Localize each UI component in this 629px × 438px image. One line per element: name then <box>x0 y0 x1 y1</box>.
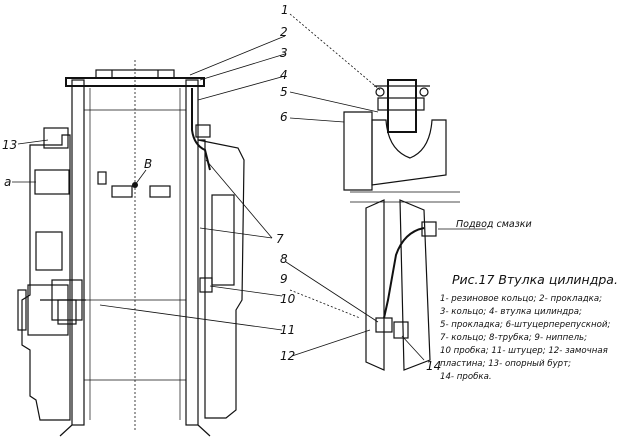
oil-tube <box>191 88 211 171</box>
plug-14 <box>393 321 409 339</box>
main-section-view <box>17 60 245 437</box>
figure-caption: Рис.17 Втулка цилиндра. 1- резиновое кол… <box>440 272 618 382</box>
detail-upper-block <box>343 111 373 191</box>
port-2 <box>149 185 171 198</box>
block-window <box>35 231 63 271</box>
callout-labels: 1 2 3 4 5 6 13 a B 7 8 9 10 11 12 14 Под… <box>2 3 532 373</box>
caption-title: Рис.17 Втулка цилиндра. <box>452 272 618 287</box>
block-window-a <box>34 169 70 195</box>
callout-6: 6 <box>280 110 288 124</box>
lubrication-label: Подвод смазки <box>456 219 532 230</box>
block-left-casting <box>21 134 71 421</box>
callout-2: 2 <box>280 25 288 39</box>
right-cavity <box>211 194 235 286</box>
callout-13: 13 <box>2 138 17 152</box>
plug-10 <box>199 277 213 293</box>
callout-a: a <box>4 175 11 189</box>
port-1 <box>111 185 133 198</box>
callout-1: 1 <box>281 3 289 17</box>
callout-b: B <box>144 157 152 171</box>
leader-lines <box>12 13 486 361</box>
liner-wall-left <box>71 79 85 426</box>
callout-8: 8 <box>280 252 288 266</box>
block-right-casting <box>197 139 245 419</box>
legend-line: 10 пробка; 11- штуцер; 12- замочная <box>440 346 608 356</box>
detail-upper-liner <box>371 119 447 186</box>
lube-inlet-fitting <box>421 221 437 237</box>
detail-tube <box>383 227 425 319</box>
nipple-fitting <box>375 317 393 333</box>
callout-3: 3 <box>280 46 288 60</box>
legend-line: пластина; 13- опорный бурт; <box>440 359 571 369</box>
lower-fitting-assembly <box>17 279 86 331</box>
legend-line: 7- кольцо; 8-трубка; 9- ниппель; <box>440 333 587 343</box>
tube-fitting <box>195 124 211 138</box>
detail-lower-block <box>365 199 385 371</box>
legend-line: 14- пробка. <box>440 372 492 382</box>
legend-line: 1- резиновое кольцо; 2- прокладка; <box>440 294 602 304</box>
rubber-ring-1 <box>375 87 385 97</box>
callout-11: 11 <box>280 323 295 337</box>
legend-line: 3- кольцо; 4- втулка цилиндра; <box>440 307 582 317</box>
support-collar <box>43 127 69 149</box>
legend-line: 5- прокладка; 6-штуцерперепускной; <box>440 320 610 330</box>
callout-10: 10 <box>280 292 296 306</box>
callout-5: 5 <box>280 85 288 99</box>
drain-cavity <box>27 284 69 336</box>
callout-14: 14 <box>426 359 441 373</box>
liner-wall-right <box>185 79 199 426</box>
callout-9: 9 <box>280 272 288 286</box>
detail-lower-liner <box>399 199 431 371</box>
callout-4: 4 <box>280 68 288 82</box>
port-3 <box>97 171 107 185</box>
detail-section-view <box>343 79 460 371</box>
detail-top-fitting <box>387 79 417 133</box>
callout-7: 7 <box>276 232 284 246</box>
callout-12: 12 <box>280 349 295 363</box>
